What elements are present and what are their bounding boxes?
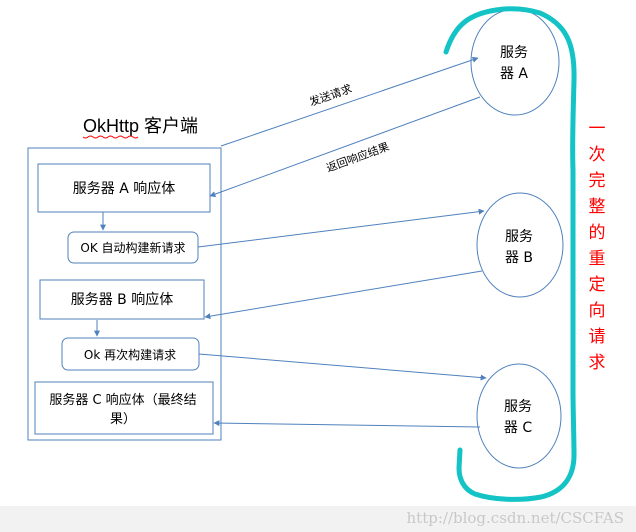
response-a-box	[37, 163, 211, 213]
request-1-box	[67, 231, 199, 264]
watermark-bar	[0, 506, 636, 532]
server-b-label-line1: 服务	[505, 229, 533, 245]
return-response-label: 返回响应结果	[324, 139, 391, 175]
server-a-label-line1: 服务	[500, 45, 528, 61]
arrow-server-c-to-response-c	[213, 420, 481, 428]
client-title: OkHttp 客户端	[83, 116, 198, 136]
brace-label-char: 定	[589, 275, 606, 295]
response-c-label-line1: 服务器 C 响应体（最终结	[49, 392, 196, 408]
response-c-box	[34, 381, 214, 435]
brace-label-char: 的	[589, 223, 606, 243]
response-b-label: 服务器 B 响应体	[71, 291, 174, 308]
response-b-box	[39, 279, 205, 320]
watermark-text: http://blog.csdn.net/CSCFAS	[407, 509, 624, 527]
arrow-server-b-to-response-b	[204, 270, 483, 320]
brace-label-char: 求	[589, 353, 606, 373]
brace-label-char: 一	[589, 119, 606, 139]
request-cycle-brace	[443, 6, 577, 502]
send-request-label: 发送请求	[307, 81, 353, 109]
server-b-node	[476, 192, 564, 298]
server-c-node	[476, 363, 562, 469]
server-a-label-line2: 器 A	[500, 66, 528, 82]
server-b-label-line2: 器 B	[505, 250, 533, 266]
arrow-return-from-server-a	[209, 96, 481, 197]
arrow-request-1-to-server-b	[197, 208, 485, 248]
request-2-label: Ok 再次构建请求	[84, 347, 176, 362]
server-a-node	[470, 8, 560, 116]
response-c-label-line2: 果）	[110, 412, 136, 427]
arrow-request-2-to-server-c	[198, 353, 487, 381]
request-1-label: OK 自动构建新请求	[80, 240, 185, 255]
brace-label-char: 请	[589, 327, 606, 347]
brace-label-char: 整	[589, 197, 606, 217]
arrow-send-to-server-a	[220, 56, 479, 147]
brace-label-char: 次	[589, 145, 606, 165]
server-c-label-line2: 器 C	[504, 420, 532, 436]
server-c-label-line1: 服务	[504, 399, 532, 415]
spellcheck-underline	[82, 135, 139, 139]
brace-label-char: 重	[589, 249, 606, 269]
response-a-label: 服务器 A 响应体	[73, 180, 175, 197]
brace-label-char: 向	[589, 301, 606, 321]
brace-label-char: 完	[589, 171, 606, 191]
